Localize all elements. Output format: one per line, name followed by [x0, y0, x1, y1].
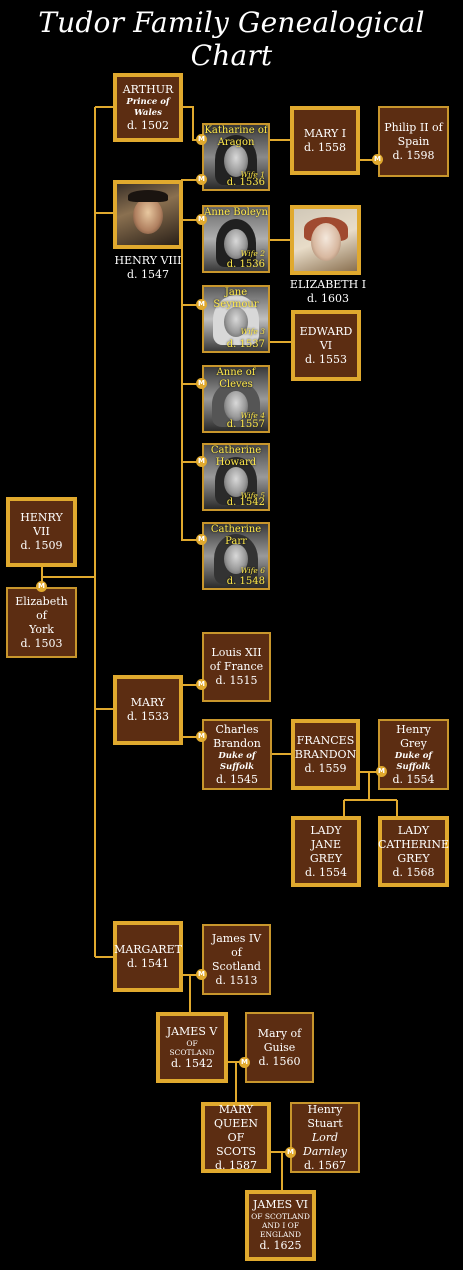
portrait-elizabeth-i [290, 205, 361, 275]
person-edward-vi: EDWARD VI d. 1553 [291, 310, 361, 381]
marriage-marker: M [372, 154, 383, 165]
person-philip-ii: Philip II of Spain d. 1598 [378, 106, 449, 177]
marriage-marker: M [196, 214, 207, 225]
marriage-marker: M [376, 766, 387, 777]
person-henry-grey: Henry Grey Duke of Suffolk d. 1554 [378, 719, 449, 790]
marriage-marker: M [196, 174, 207, 185]
person-elizabeth-i: ELIZABETH I d. 1603 [289, 278, 367, 305]
person-margaret: MARGARET d. 1541 [113, 921, 183, 992]
marriage-marker: M [196, 679, 207, 690]
person-henry-viii: HENRY VIII d. 1547 [114, 254, 182, 281]
marriage-marker: M [196, 731, 207, 742]
connector-henry8-wives [181, 179, 202, 541]
portrait-henry-viii [113, 180, 183, 249]
person-louis-xii: Louis XII of France d. 1515 [202, 632, 271, 702]
person-james-iv: James IV of Scotland d. 1513 [202, 924, 271, 995]
person-charles-brandon: Charles Brandon Duke of Suffolk d. 1545 [202, 719, 272, 790]
portrait-catherine-parr: Catherine Parr Wife 6 d. 1548 [202, 522, 270, 590]
marriage-marker: M [285, 1147, 296, 1158]
person-mary-queen-of-scots: MARY QUEEN OF SCOTS d. 1587 [201, 1102, 271, 1173]
person-frances-brandon: FRANCES BRANDON d. 1559 [291, 719, 360, 790]
person-mary-i: MARY I d. 1558 [290, 106, 360, 175]
marriage-marker: M [196, 534, 207, 545]
person-henry-vii: HENRY VII d. 1509 [6, 497, 77, 567]
person-arthur: ARTHUR Prince of Wales d. 1502 [113, 73, 183, 142]
person-lady-jane-grey: LADY JANE GREY d. 1554 [291, 816, 361, 887]
person-lady-catherine-grey: LADY CATHERINE GREY d. 1568 [378, 816, 449, 887]
person-mary: MARY d. 1533 [113, 675, 183, 745]
portrait-anne-of-cleves: Anne of Cleves Wife 4 d. 1557 [202, 365, 270, 433]
person-james-vi: JAMES VI OF SCOTLAND AND I OF ENGLAND d.… [245, 1190, 316, 1261]
marriage-marker: M [196, 969, 207, 980]
marriage-marker: M [239, 1057, 250, 1068]
portrait-anne-boleyn: Anne Boleyn Wife 2 d. 1536 [202, 205, 270, 273]
connector-grey-daughters [343, 772, 398, 816]
person-henry-stuart: Henry Stuart Lord Darnley d. 1567 [290, 1102, 360, 1173]
marriage-marker: M [36, 581, 47, 592]
marriage-marker: M [196, 134, 207, 145]
person-elizabeth-of-york: Elizabeth of York d. 1503 [6, 587, 77, 658]
person-james-v: JAMES V OF SCOTLAND d. 1542 [156, 1012, 228, 1083]
marriage-marker: M [196, 456, 207, 467]
chart-title: Tudor Family Genealogical Chart [38, 6, 425, 72]
person-mary-of-guise: Mary of Guise d. 1560 [245, 1012, 314, 1083]
marriage-marker: M [196, 378, 207, 389]
marriage-marker: M [196, 299, 207, 310]
portrait-jane-seymour: Jane Seymour Wife 3 d. 1537 [202, 285, 270, 353]
